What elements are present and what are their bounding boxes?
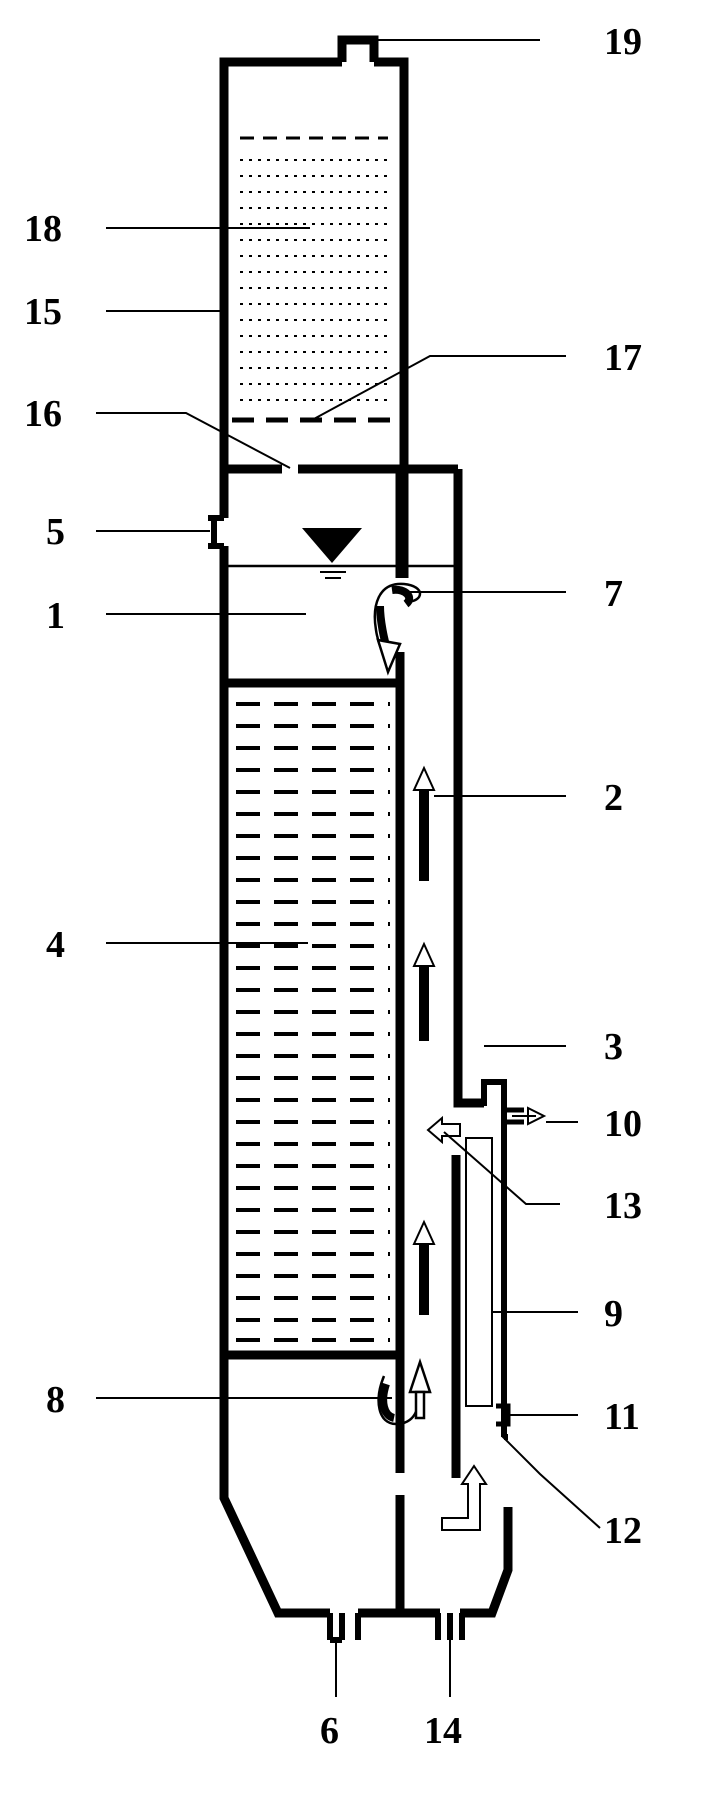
side-nozzle-5 <box>208 515 224 549</box>
leader-lines <box>96 39 601 1697</box>
top-outlet-nozzle <box>337 35 379 62</box>
inlet-arrow <box>441 1464 488 1531</box>
label-4: 4 <box>46 924 65 966</box>
leader-12 <box>501 1435 601 1529</box>
recirculation-arrow-13 <box>426 1115 461 1145</box>
sidearm-housing <box>458 1079 508 1440</box>
upper-packing-region <box>240 136 388 401</box>
label-13: 13 <box>604 1185 642 1227</box>
labels: 19 18 15 17 16 5 7 1 2 4 3 10 13 9 8 11 … <box>24 21 642 1752</box>
label-14: 14 <box>424 1710 462 1752</box>
reactor-shell <box>219 469 513 1618</box>
label-5: 5 <box>46 511 65 553</box>
label-10: 10 <box>604 1103 642 1145</box>
label-6: 6 <box>320 1710 339 1752</box>
label-8: 8 <box>46 1379 65 1421</box>
circulation-arrow-8 <box>377 1358 432 1426</box>
bottom-nozzle-14 <box>435 1613 465 1640</box>
label-3: 3 <box>604 1026 623 1068</box>
label-9: 9 <box>604 1293 623 1335</box>
label-12: 12 <box>604 1510 642 1552</box>
packing-bed-fill <box>236 702 390 1342</box>
label-18: 18 <box>24 208 62 250</box>
label-1: 1 <box>46 595 65 637</box>
riser-flow-arrows <box>412 765 436 1315</box>
liquid-level-symbol <box>302 528 362 579</box>
label-16: 16 <box>24 393 62 435</box>
label-15: 15 <box>24 291 62 333</box>
leader-17 <box>311 355 566 421</box>
label-2: 2 <box>604 777 623 819</box>
leader-16 <box>96 412 291 469</box>
heating-element <box>465 1137 493 1407</box>
label-7: 7 <box>604 573 623 615</box>
circulation-arrow-7 <box>373 582 422 676</box>
label-17: 17 <box>604 337 642 379</box>
bottom-nozzle-6 <box>327 1613 361 1643</box>
label-11: 11 <box>604 1396 640 1438</box>
gas-outlet-nozzle-10 <box>504 1106 547 1126</box>
packing-bed-frame <box>224 678 400 1360</box>
upper-column <box>219 57 409 578</box>
leader-13 <box>443 1131 560 1205</box>
label-19: 19 <box>604 21 642 63</box>
